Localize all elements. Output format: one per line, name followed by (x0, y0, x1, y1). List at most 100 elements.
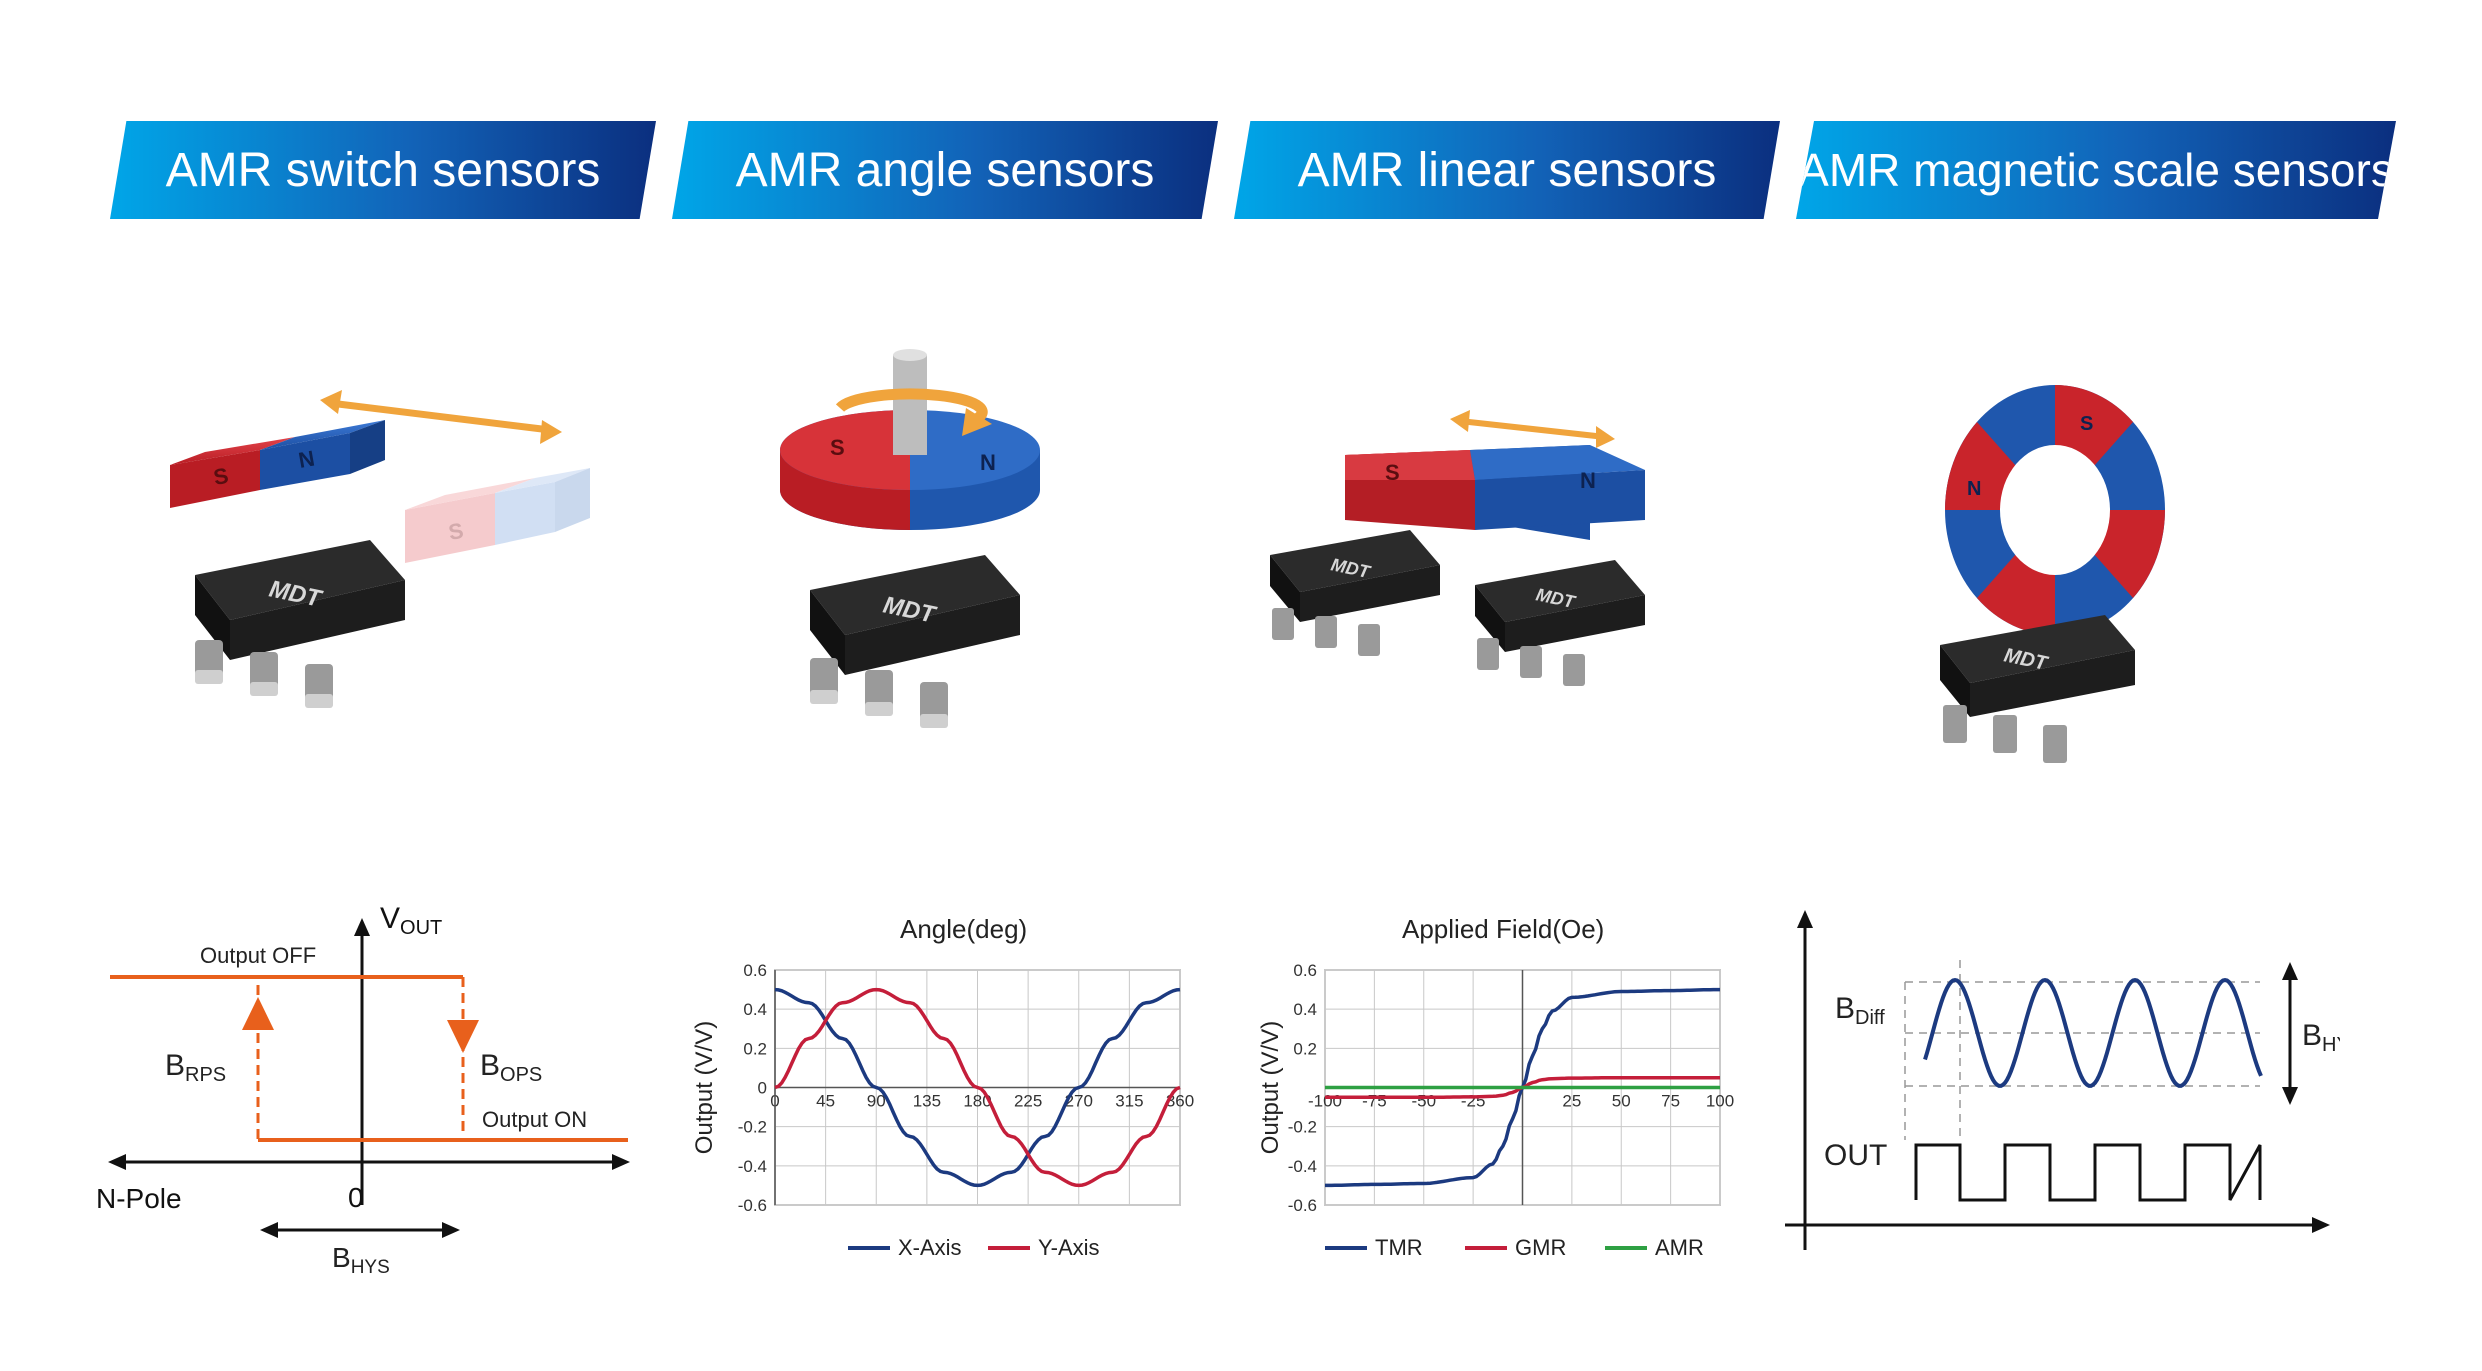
x-tick-label: -50 (1411, 1092, 1436, 1111)
x-axis-arrow-right-icon (612, 1154, 630, 1170)
sensor-chip-right: MDT (1475, 560, 1645, 686)
vout-label: VOUT (380, 902, 442, 939)
x-tick-label: 100 (1706, 1092, 1734, 1111)
angle-output-chart: 045901351802252703153600.60.40.20-0.2-0.… (691, 961, 1194, 1260)
legend-label: X-Axis (898, 1235, 962, 1260)
x-tick-label: -75 (1362, 1092, 1387, 1111)
bhys-label: BHYS (332, 1242, 390, 1278)
sensor-chip: MDT (1940, 615, 2135, 763)
y-tick-label: -0.6 (1288, 1196, 1317, 1215)
x-axis-arrow-icon (2312, 1217, 2330, 1233)
legend-label: Y-Axis (1038, 1235, 1100, 1260)
bops-label: BOPS (480, 1049, 542, 1086)
x-tick-label: -100 (1308, 1092, 1342, 1111)
y-tick-label: 0.6 (1293, 961, 1317, 980)
banner-angle-sensors: AMR angle sensors (672, 121, 1218, 219)
field-chart-title: Applied Field(Oe) (1402, 914, 1605, 944)
rotation-arrow-icon (835, 388, 992, 436)
x-tick-label: 50 (1612, 1092, 1631, 1111)
x-tick-label: 45 (816, 1092, 835, 1111)
bhys-label: BHYS (2302, 1019, 2340, 1056)
y-tick-label: -0.2 (1288, 1118, 1317, 1137)
x-tick-label: 25 (1562, 1092, 1581, 1111)
switch-sensor-illustration: S N S MDT (170, 390, 590, 708)
output-on-label: Output ON (482, 1107, 587, 1132)
ring-magnet: S N (1945, 385, 2165, 635)
pole-s-label: S (830, 435, 845, 460)
banner-switch-sensors: AMR switch sensors (110, 121, 656, 219)
y-axis-arrow-icon (1797, 910, 1813, 928)
x-tick-label: 135 (913, 1092, 941, 1111)
y-tick-label: 0 (758, 1079, 767, 1098)
angle-sensor-illustration: S N MDT (780, 349, 1040, 728)
square-wave (1914, 1143, 2262, 1202)
pole-s-label: S (1385, 460, 1400, 485)
x-tick-label: 90 (867, 1092, 886, 1111)
magnetic-scale-illustration: S N MDT (1940, 385, 2165, 763)
up-arrow-icon (242, 997, 274, 1030)
x-tick-label: 180 (963, 1092, 991, 1111)
pole-n-label: N (980, 450, 996, 475)
series-line-x-axis (774, 987, 1181, 1188)
banner-magnetic-scale-sensors: AMR magnetic scale sensors (1796, 121, 2396, 219)
x-tick-label: 270 (1065, 1092, 1093, 1111)
y-tick-label: 0.4 (1293, 1000, 1317, 1019)
banner-linear-sensors: AMR linear sensors (1234, 121, 1780, 219)
sensor-chip: MDT (810, 555, 1020, 728)
x-tick-label: 360 (1166, 1092, 1194, 1111)
sensor-chip: MDT (195, 540, 405, 708)
pole-s-label: S (212, 463, 231, 490)
y-tick-label: -0.4 (1288, 1157, 1317, 1176)
angle-chart-title: Angle(deg) (900, 914, 1028, 944)
y-tick-label: -0.4 (738, 1157, 767, 1176)
linear-sensor-illustration: S N MDT MDT (1270, 410, 1645, 686)
y-axis-label: Output (V/V) (691, 1021, 718, 1154)
x-tick-label: -25 (1461, 1092, 1486, 1111)
bhys-double-arrow-icon (260, 1222, 460, 1238)
magnetic-scale-waveform-diagram: BDiff BHYS OUT (1785, 910, 2340, 1250)
output-off-label: Output OFF (200, 943, 316, 968)
x-axis-arrow-left-icon (108, 1154, 126, 1170)
banner-label: AMR angle sensors (735, 143, 1155, 197)
y-tick-label: 0.6 (743, 961, 767, 980)
disc-magnet: S N (780, 410, 1040, 530)
legend-label: TMR (1375, 1235, 1423, 1260)
pole-s-label: S (2080, 413, 2093, 435)
brps-label: BRPS (165, 1049, 226, 1086)
shaft (893, 349, 927, 455)
x-tick-label: 75 (1661, 1092, 1680, 1111)
bar-magnet-faded: S (405, 468, 590, 563)
sine-wave (1923, 977, 2263, 1088)
banner-label: AMR magnetic scale sensors (1798, 144, 2394, 196)
series-line-y-axis (774, 987, 1181, 1188)
y-tick-label: 0.2 (1293, 1039, 1317, 1058)
double-arrow-icon (1450, 410, 1615, 448)
x-tick-label: 315 (1115, 1092, 1143, 1111)
pole-n-label: N (1967, 478, 1981, 500)
npole-label: N-Pole (96, 1183, 182, 1214)
x-tick-label: 225 (1014, 1092, 1042, 1111)
field-output-chart: -100 -75 -50 -25 25 50 75 100 0.6 0.4 0.2 -0.2 -0.4 -… (1257, 961, 1734, 1260)
legend-label: GMR (1515, 1235, 1566, 1260)
y-tick-label: -0.2 (738, 1118, 767, 1137)
pole-s-label-faded: S (447, 518, 466, 545)
sensor-chip-left: MDT (1270, 530, 1440, 656)
origin-label: 0 (348, 1182, 364, 1213)
y-axis-arrow-icon (354, 918, 370, 936)
out-label: OUT (1824, 1139, 1887, 1172)
bar-magnet: S N (170, 420, 385, 508)
double-arrow-icon (320, 390, 562, 444)
y-tick-label: -0.6 (738, 1196, 767, 1215)
bar-magnet: S N (1345, 445, 1645, 540)
y-tick-label: 0.2 (743, 1039, 767, 1058)
down-arrow-icon (447, 1020, 479, 1053)
bdiff-label: BDiff (1835, 992, 1885, 1029)
bhys-double-arrow-icon (2282, 962, 2298, 1105)
y-axis-label: Output (V/V) (1257, 1021, 1284, 1154)
switch-hysteresis-diagram: VOUT Output OFF Output ON BRPS BOPS 0 N-… (96, 902, 630, 1278)
legend-label: AMR (1655, 1235, 1704, 1260)
y-tick-label: 0.4 (743, 1000, 767, 1019)
banner-label: AMR switch sensors (165, 143, 601, 197)
banner-label: AMR linear sensors (1297, 143, 1717, 197)
pole-n-label: N (1580, 468, 1596, 493)
